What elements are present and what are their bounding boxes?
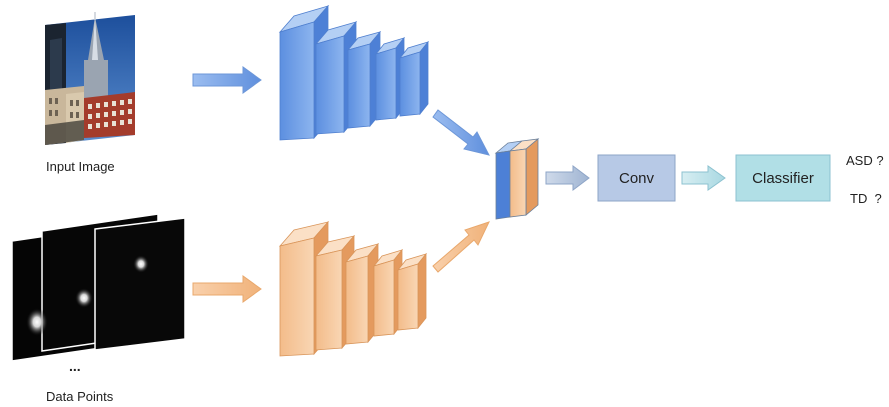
points-cnn-layer-5 — [396, 252, 428, 331]
image-input-arrow — [192, 66, 262, 94]
image-cnn-branch — [278, 4, 430, 141]
data-points-ellipsis: ... — [69, 358, 81, 374]
output-td-label: TD ? — [850, 191, 882, 206]
image-cnn-layer-5 — [398, 40, 430, 117]
data-points-frames — [11, 213, 186, 362]
fused-feature-block — [494, 138, 540, 220]
image-cnn-layer-3 — [346, 30, 382, 129]
fused-to-conv-arrow — [545, 165, 590, 191]
conv-label: Conv — [619, 170, 655, 187]
points-cnn-branch — [278, 220, 428, 357]
points-input-arrow — [192, 275, 262, 303]
input-image — [45, 12, 135, 145]
points-cnn-layer-2 — [314, 234, 356, 351]
data-points-label: Data Points — [46, 389, 114, 404]
points-merge-arrow — [432, 221, 490, 273]
classifier-label: Classifier — [752, 170, 814, 187]
conv-to-classifier-arrow — [681, 165, 726, 191]
points-cnn-layer-3 — [344, 242, 380, 345]
classifier-block: Classifier — [735, 154, 831, 202]
input-image-label: Input Image — [46, 159, 115, 174]
image-merge-arrow — [432, 109, 490, 156]
output-asd-label: ASD ? — [846, 153, 884, 168]
conv-block: Conv — [597, 154, 676, 202]
